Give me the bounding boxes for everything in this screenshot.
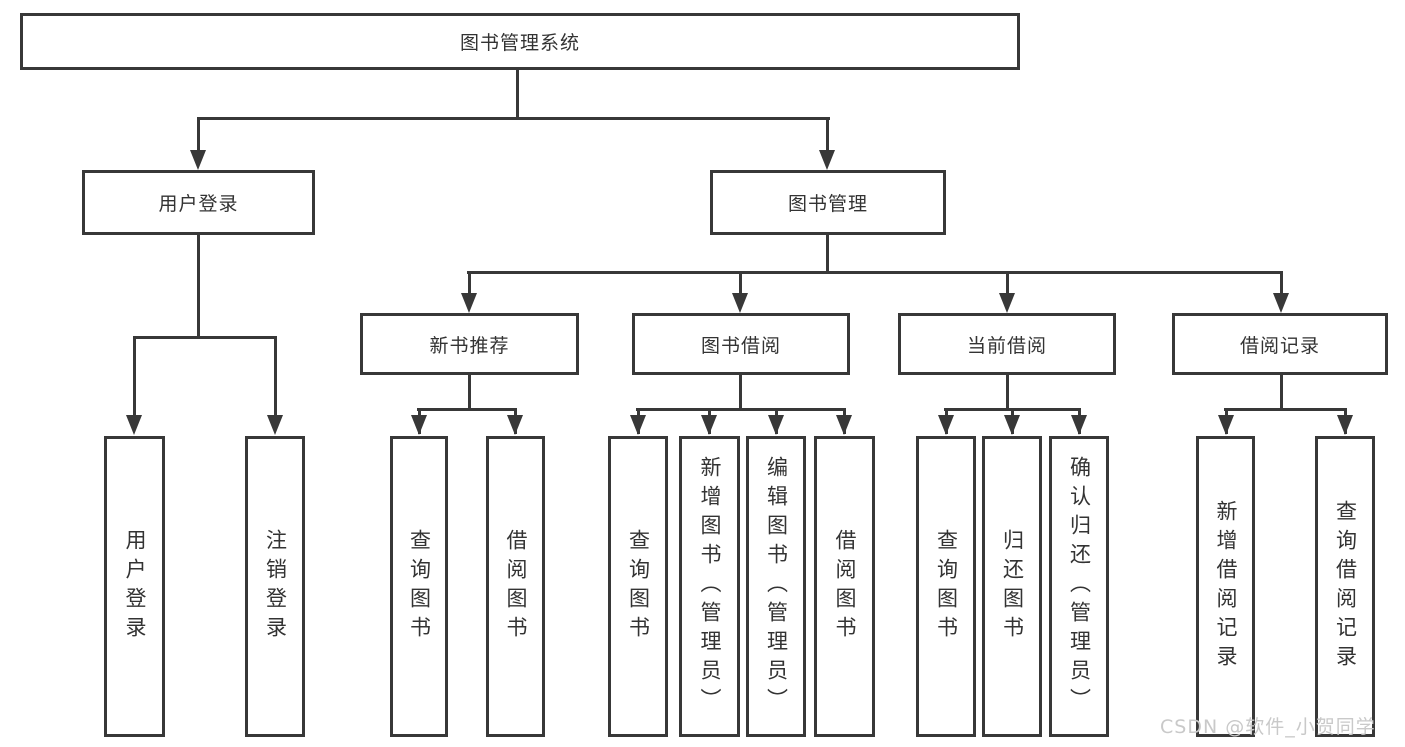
leaf-logout-label: 注销登录 <box>263 528 288 645</box>
connector-line <box>417 408 517 411</box>
leaf-newbook-borrow: 借阅图书 <box>486 436 545 737</box>
node-borrow-record: 借阅记录 <box>1172 313 1388 375</box>
arrow-down-icon <box>1273 293 1289 313</box>
leaf-borrow-borrow: 借阅图书 <box>814 436 875 737</box>
arrow-down-icon <box>630 415 646 435</box>
connector-line <box>1280 271 1283 297</box>
arrow-down-icon <box>126 415 142 435</box>
leaf-user-login-label: 用户登录 <box>123 528 147 645</box>
node-current-borrow: 当前借阅 <box>898 313 1116 375</box>
node-book-management-label: 图书管理 <box>787 193 868 215</box>
node-root-label: 图书管理系统 <box>459 32 580 54</box>
leaf-borrow-edit-admin-label: 编辑图书（管理员） <box>764 456 789 717</box>
connector-line <box>197 235 200 337</box>
arrow-down-icon <box>507 415 523 435</box>
node-borrow-record-label: 借阅记录 <box>1239 334 1320 357</box>
arrow-down-icon <box>768 415 784 435</box>
node-new-book-recommend: 新书推荐 <box>360 313 579 375</box>
leaf-record-add-label: 新增借阅记录 <box>1214 499 1238 674</box>
arrow-down-icon <box>1004 415 1020 435</box>
connector-line <box>1280 375 1283 411</box>
connector-line <box>133 336 277 339</box>
connector-line <box>516 69 519 118</box>
connector-line <box>826 117 829 152</box>
node-user-login: 用户登录 <box>82 170 315 235</box>
connector-line <box>739 375 742 411</box>
csdn-watermark: CSDN @软件_小贺同学 <box>1160 716 1376 738</box>
connector-line <box>1224 408 1347 411</box>
connector-line <box>1006 271 1009 297</box>
arrow-down-icon <box>819 150 835 170</box>
connector-line <box>826 235 829 274</box>
leaf-newbook-query: 查询图书 <box>390 436 448 737</box>
arrow-down-icon <box>1337 415 1353 435</box>
connector-line <box>197 117 200 152</box>
connector-line <box>467 271 1283 274</box>
leaf-borrow-add-admin: 新增图书（管理员） <box>679 436 740 737</box>
node-book-borrow: 图书借阅 <box>632 313 850 375</box>
node-book-management: 图书管理 <box>710 170 946 235</box>
arrow-down-icon <box>999 293 1015 313</box>
leaf-newbook-query-label: 查询图书 <box>407 528 432 645</box>
connector-line <box>636 408 846 411</box>
connector-line <box>197 117 830 120</box>
leaf-borrow-query: 查询图书 <box>608 436 668 737</box>
node-user-login-label: 用户登录 <box>158 193 239 215</box>
arrow-down-icon <box>1218 415 1234 435</box>
arrow-down-icon <box>701 415 717 435</box>
arrow-down-icon <box>732 293 748 313</box>
leaf-current-confirm-admin-label: 确认归还（管理员） <box>1067 456 1092 717</box>
connector-line <box>468 375 471 411</box>
connector-line <box>133 336 136 418</box>
arrow-down-icon <box>461 293 477 313</box>
leaf-record-query-label: 查询借阅记录 <box>1333 499 1358 674</box>
node-current-borrow-label: 当前借阅 <box>966 334 1047 357</box>
node-new-book-recommend-label: 新书推荐 <box>429 334 510 357</box>
leaf-current-query-label: 查询图书 <box>934 528 959 645</box>
leaf-current-return: 归还图书 <box>982 436 1042 737</box>
arrow-down-icon <box>938 415 954 435</box>
arrow-down-icon <box>411 415 427 435</box>
connector-line <box>739 271 742 297</box>
node-book-borrow-label: 图书借阅 <box>700 334 781 357</box>
arrow-down-icon <box>1071 415 1087 435</box>
leaf-borrow-add-admin-label: 新增图书（管理员） <box>698 456 722 717</box>
leaf-borrow-borrow-label: 借阅图书 <box>833 528 857 645</box>
connector-line <box>274 336 277 418</box>
leaf-record-add: 新增借阅记录 <box>1196 436 1255 737</box>
arrow-down-icon <box>836 415 852 435</box>
leaf-borrow-edit-admin: 编辑图书（管理员） <box>746 436 806 737</box>
leaf-current-return-label: 归还图书 <box>1000 528 1025 645</box>
leaf-current-query: 查询图书 <box>916 436 976 737</box>
leaf-user-login: 用户登录 <box>104 436 165 737</box>
connector-line <box>468 271 471 297</box>
connector-line <box>1006 375 1009 411</box>
leaf-current-confirm-admin: 确认归还（管理员） <box>1049 436 1109 737</box>
arrow-down-icon <box>267 415 283 435</box>
leaf-logout: 注销登录 <box>245 436 305 737</box>
leaf-newbook-borrow-label: 借阅图书 <box>504 528 528 645</box>
leaf-record-query: 查询借阅记录 <box>1315 436 1375 737</box>
leaf-borrow-query-label: 查询图书 <box>626 528 651 645</box>
node-root: 图书管理系统 <box>20 13 1020 70</box>
arrow-down-icon <box>190 150 206 170</box>
